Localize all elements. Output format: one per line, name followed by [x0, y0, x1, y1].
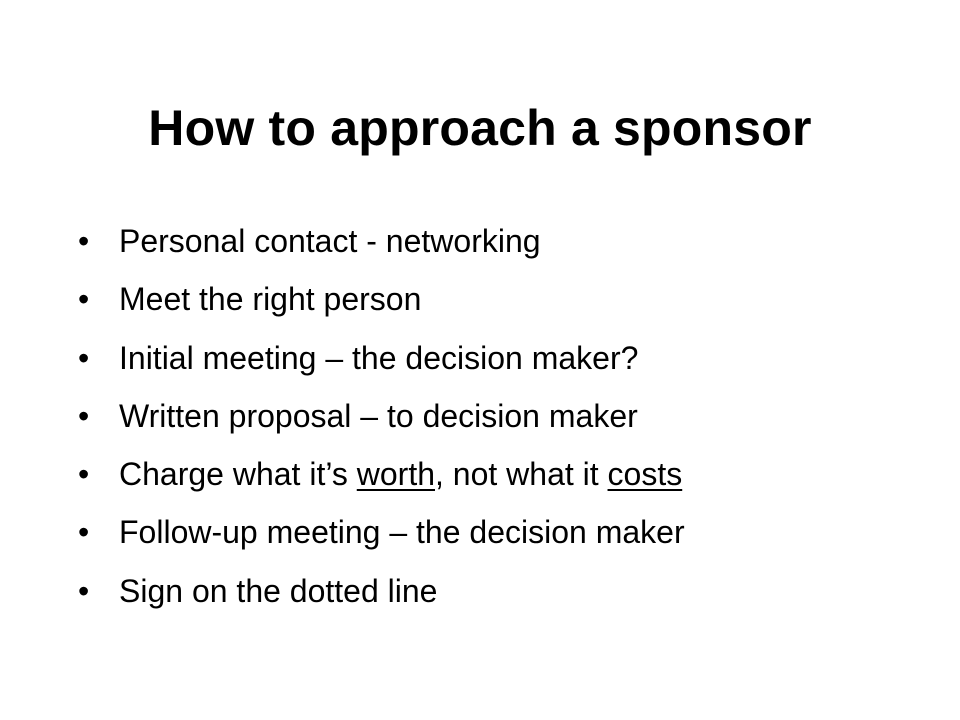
bullet-icon: •: [78, 339, 90, 376]
bullet-item-written-proposal: • Written proposal – to decision maker: [78, 392, 918, 450]
bullet-text: Charge what it’s worth, not what it cost…: [119, 450, 682, 498]
slide-title: How to approach a sponsor: [148, 100, 812, 156]
bullet-list: • Personal contact - networking • Meet t…: [78, 217, 918, 625]
bullet-icon: •: [78, 456, 90, 493]
bullet-text: Meet the right person: [119, 281, 422, 318]
bullet-text: Written proposal – to decision maker: [119, 397, 638, 434]
bullet-item-initial-meeting: • Initial meeting – the decision maker?: [78, 334, 918, 392]
bullet-text-part: Charge what it’s: [119, 456, 357, 493]
underlined-word-worth: worth: [356, 456, 435, 493]
bullet-text-part: , not what it: [435, 456, 608, 493]
bullet-icon: •: [78, 514, 90, 551]
bullet-icon: •: [78, 281, 90, 318]
bullet-icon: •: [78, 572, 90, 609]
underlined-word-costs: costs: [607, 456, 683, 493]
bullet-icon: •: [78, 397, 90, 434]
bullet-item-sign-dotted-line: • Sign on the dotted line: [78, 567, 918, 625]
bullet-text: Sign on the dotted line: [119, 572, 438, 609]
bullet-icon: •: [78, 223, 90, 259]
bullet-item-charge-worth: • Charge what it’s worth, not what it co…: [78, 450, 918, 508]
bullet-item-follow-up-meeting: • Follow-up meeting – the decision maker: [78, 508, 918, 566]
bullet-text: Initial meeting – the decision maker?: [119, 339, 639, 376]
bullet-text: Personal contact - networking: [119, 223, 541, 259]
bullet-item-personal-contact: • Personal contact - networking: [78, 217, 918, 275]
bullet-text: Follow-up meeting – the decision maker: [119, 514, 685, 551]
bullet-item-meet-right-person: • Meet the right person: [78, 275, 918, 333]
